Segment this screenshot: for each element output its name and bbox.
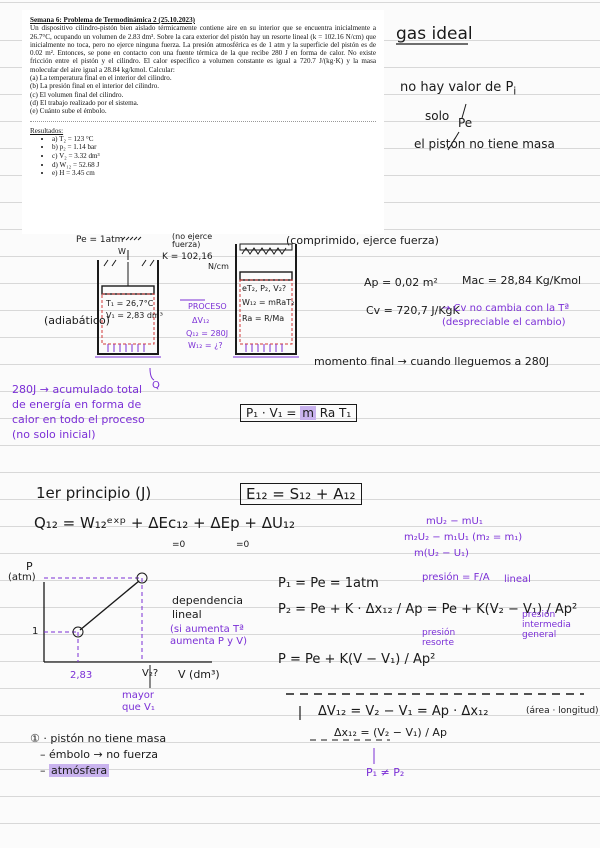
cyl1-temp: T₁ = 26,7°C bbox=[106, 299, 154, 308]
ideal-gas-equation: P₁ · V₁ = m Ra T₁ bbox=[240, 404, 358, 422]
question-b: (b) La presión final en el interior del … bbox=[30, 82, 160, 91]
graph-v2: V₂? bbox=[142, 668, 159, 679]
results-heading: Resultados: bbox=[30, 126, 64, 135]
internal-energy-1: mU₂ − mU₁ bbox=[426, 516, 483, 527]
q-label: Q bbox=[152, 380, 160, 391]
pv-mass: m bbox=[300, 406, 316, 420]
question-e: (e) Cuánto sube el émbolo. bbox=[30, 107, 107, 116]
p-general-equation: P = Pe + K(V − V₁) / Ap² bbox=[278, 652, 436, 667]
acumulado-note: 280J → acumulado total de energía en for… bbox=[12, 383, 145, 441]
no-pe-subscript: i bbox=[513, 84, 517, 98]
graph-atm: (atm) bbox=[8, 572, 36, 583]
w12-label: W₁₂ = ¿? bbox=[188, 341, 223, 350]
adiabatic-label: (adiabático) bbox=[44, 314, 110, 327]
zero-potential: =0 bbox=[236, 540, 250, 550]
cv-label: Cv = 720,7 J/KgK bbox=[366, 304, 460, 317]
question-a: (a) La temperatura final en el interior … bbox=[30, 74, 172, 83]
problem-statement: Semana 6: Problema de Termodinámica 2 (2… bbox=[22, 10, 384, 234]
arrow-pe bbox=[461, 103, 467, 119]
dx-equation: Δx₁₂ = (V₂ − V₁) / Ap bbox=[334, 726, 447, 739]
presion-fa-note: presión = F/A bbox=[422, 572, 490, 583]
cyl2-state: eT₂, P₂, V₂? bbox=[242, 284, 287, 293]
p2-equation: P₂ = Pe + K · Δx₁₂ / Ap = Pe + K(V₂ − V₁… bbox=[278, 602, 578, 617]
list-item-2: – émbolo → no fuerza bbox=[40, 748, 159, 761]
first-law-equation: Q₁₂ = W₁₂ᵉˣᵖ + ΔEc₁₂ + ΔEp + ΔU₁₂ bbox=[34, 514, 295, 532]
pv-graph bbox=[43, 572, 212, 688]
q12-label: Q₁₂ = 280J bbox=[186, 329, 229, 338]
list-item-2-text: émbolo → no fuerza bbox=[49, 748, 159, 761]
question-d: (d) El trabajo realizado por el sistema. bbox=[30, 98, 139, 107]
linear-dependence: dependencia lineal bbox=[172, 594, 244, 621]
cyl2-ra: Ra = R/Ma bbox=[242, 314, 285, 323]
divider bbox=[30, 120, 376, 122]
energy-balance-box: E₁₂ = S₁₂ + A₁₂ bbox=[240, 483, 362, 505]
cylinder-initial bbox=[95, 236, 161, 358]
list-item-3: – atmósfera bbox=[40, 764, 110, 777]
internal-energy-3: m(U₂ − U₁) bbox=[414, 548, 469, 559]
result-a: a) T₂ = 123 °C bbox=[52, 135, 376, 144]
cv-note: → Cv no cambia con la Tª (despreciable e… bbox=[442, 303, 570, 328]
no-mass-label: el pistón no tiene masa bbox=[414, 137, 555, 151]
solo-label: solo bbox=[425, 109, 450, 123]
si-aumenta-note: (si aumenta Tª aumenta P y V) bbox=[170, 624, 247, 647]
area-longitud-note: (área · longitud) bbox=[526, 706, 599, 716]
no-pe-text: no hay valor de P bbox=[400, 80, 514, 95]
question-c: (c) El volumen final del cilindro. bbox=[30, 90, 124, 99]
arrow-solo bbox=[447, 131, 460, 151]
internal-energy-2: m₂U₂ − m₁U₁ (m₂ = m₁) bbox=[404, 532, 523, 543]
presion-intermedia-note: presión intermedia general bbox=[522, 610, 571, 640]
ap-label: Ap = 0,02 m² bbox=[364, 276, 438, 289]
graph-one: 1 bbox=[32, 626, 39, 637]
no-force-label: (no ejerce fuerza) bbox=[172, 232, 213, 249]
zero-kinetic: =0 bbox=[172, 540, 186, 550]
p1-equation: P₁ = Pe = 1atm bbox=[278, 576, 379, 591]
mac-label: Mac = 28,84 Kg/Kmol bbox=[462, 274, 582, 287]
results-list: a) T₂ = 123 °C b) p₂ = 1.14 bar c) V₂ = … bbox=[30, 135, 376, 178]
gas-ideal-label: gas ideal bbox=[396, 24, 473, 44]
cyl2-work: W₁₂ = mRaT₂ bbox=[242, 298, 295, 307]
graph-283: 2,83 bbox=[70, 670, 93, 681]
cylinder-final bbox=[233, 243, 299, 358]
dv12-label: ΔV₁₂ bbox=[192, 316, 210, 325]
pv-left: P₁ · V₁ = bbox=[246, 406, 297, 420]
k-units: N/cm bbox=[208, 262, 229, 271]
q-arrow bbox=[149, 367, 155, 381]
list-item-1: ① · pistón no tiene masa bbox=[30, 732, 167, 745]
dv-equation: ΔV₁₂ = V₂ − V₁ = Ap · Δx₁₂ bbox=[318, 704, 489, 719]
graph-v-axis: V (dm³) bbox=[178, 668, 220, 681]
result-d: d) W₁₂ = 52.68 J bbox=[52, 161, 376, 170]
pe-label: Pe bbox=[458, 116, 473, 130]
w-label: W bbox=[118, 247, 126, 256]
list-item-3-text: atmósfera bbox=[49, 764, 110, 777]
comprimido-label: (comprimido, ejerce fuerza) bbox=[286, 234, 439, 247]
result-b: b) p₂ = 1.14 bar bbox=[52, 143, 376, 152]
lineal-note: lineal bbox=[504, 574, 531, 585]
presion-resorte-note: presión resorte bbox=[422, 628, 456, 648]
pe-atm-label: Pe = 1atm bbox=[76, 235, 124, 245]
result-e: e) H = 3.45 cm bbox=[52, 169, 376, 178]
no-pe-label: no hay valor de Pi bbox=[400, 80, 516, 98]
momento-final-label: momento final → cuando lleguemos a 280J bbox=[314, 355, 550, 368]
problem-text: Un dispositivo cilindro-pistón bien aisl… bbox=[30, 24, 376, 74]
graph-p-axis: P bbox=[26, 560, 33, 573]
question-list: (a) La temperatura final en el interior … bbox=[30, 74, 376, 115]
result-c: c) V₂ = 3.32 dm³ bbox=[52, 152, 376, 161]
pv-right: Ra T₁ bbox=[319, 406, 352, 420]
proceso-label: PROCESO bbox=[188, 302, 227, 311]
mayor-note: mayor que V₁ bbox=[122, 690, 155, 713]
k-label: K = 102,16 bbox=[162, 252, 213, 262]
list-item-1-text: pistón no tiene masa bbox=[50, 732, 167, 745]
cyl1-vol: V₁ = 2,83 dm³ bbox=[106, 311, 163, 320]
problem-title: Semana 6: Problema de Termodinámica 2 (2… bbox=[30, 16, 195, 24]
p1-ne-p2: P₁ ≠ P₂ bbox=[366, 766, 405, 779]
first-principle-heading: 1er principio (J) bbox=[36, 484, 152, 502]
